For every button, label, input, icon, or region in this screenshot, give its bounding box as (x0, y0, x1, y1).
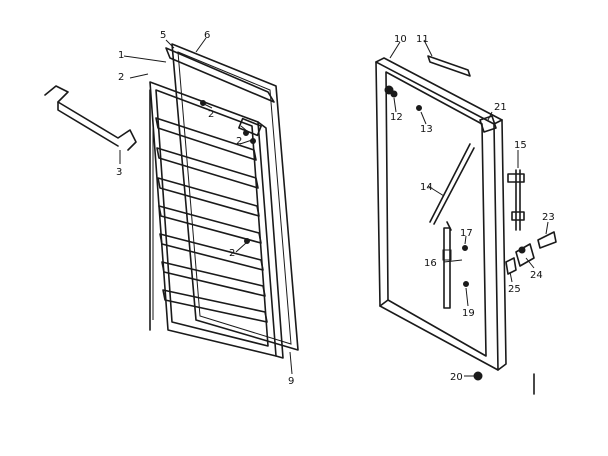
callout-6: 6 (204, 30, 210, 41)
callout-20: 20 (450, 372, 463, 383)
callout-15: 15 (514, 140, 527, 151)
door-liner-assembly (149, 81, 284, 359)
screw-19 (463, 281, 469, 287)
top-hinge (479, 115, 497, 133)
breaker-strip (165, 47, 275, 103)
door-gasket (171, 43, 299, 351)
callout-11: 11 (416, 34, 429, 45)
callout-23: 23 (542, 212, 555, 223)
callout-3: 3 (116, 167, 122, 178)
callout-2-mid: 2 (236, 136, 242, 147)
callout-5: 5 (160, 30, 166, 41)
callout-2-top: 2 (208, 109, 214, 120)
screw-17 (462, 245, 468, 251)
callout-24: 24 (530, 270, 543, 281)
hinge-cover (427, 55, 471, 77)
callout-1: 1 (118, 50, 124, 61)
callout-19: 19 (462, 308, 475, 319)
callout-17: 17 (460, 228, 473, 239)
wire-rack (44, 85, 137, 151)
callout-21: 21 (494, 102, 507, 113)
handle-bracket (507, 169, 525, 231)
callout-12: 12 (390, 112, 403, 123)
callout-13: 13 (420, 124, 433, 135)
callout-9: 9 (288, 376, 294, 387)
plug-13 (416, 105, 422, 111)
foot-20 (473, 371, 483, 381)
shelf-bars (155, 117, 268, 323)
door-frame-assembly (375, 57, 507, 371)
callout-16: 16 (424, 258, 437, 269)
callout-25: 25 (508, 284, 521, 295)
callout-2-left: 2 (118, 72, 124, 83)
screw-set (200, 100, 262, 244)
callout-10: 10 (394, 34, 407, 45)
callout-2-low: 2 (229, 248, 235, 259)
door-stop-rod (429, 143, 475, 225)
leader-lines (119, 37, 549, 377)
screw-12 (390, 90, 398, 98)
hinge-plug (384, 85, 394, 95)
handle-assembly (442, 221, 452, 309)
callout-14: 14 (420, 182, 433, 193)
latch-parts (505, 231, 557, 275)
